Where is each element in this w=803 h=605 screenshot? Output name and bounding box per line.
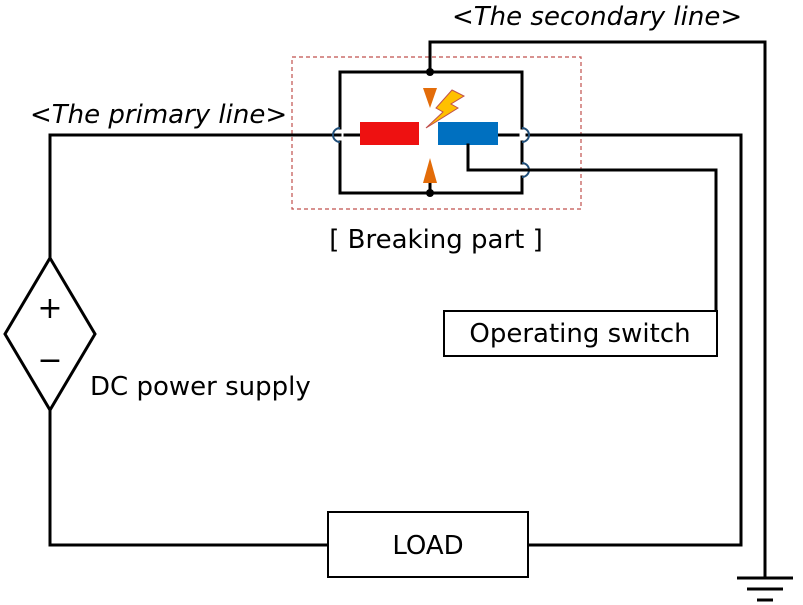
breaking-part-boundary: [291, 56, 582, 210]
primary-line-label: <The primary line>: [30, 100, 287, 130]
junction-dot-bottom: [426, 189, 434, 197]
arrow-up-icon: [423, 158, 437, 183]
load-box: [327, 511, 529, 578]
dc-power-supply-symbol: [3, 255, 97, 413]
primary-line-wire: [48, 133, 342, 260]
primary-line-right-return: [525, 133, 743, 547]
crossover-jump-left: [332, 127, 341, 143]
plus-sign: +: [37, 291, 62, 326]
blue-contact: [438, 122, 498, 145]
dc-power-supply-label: DC power supply: [90, 372, 311, 402]
breaking-part-label: [ Breaking part ]: [329, 225, 543, 255]
lightning-icon: [425, 89, 466, 129]
red-contact: [360, 122, 419, 145]
secondary-line-label: <The secondary line>: [452, 2, 742, 32]
switch-control-wire: [466, 143, 718, 313]
junction-dot-top: [426, 68, 434, 76]
operating-switch-box: [443, 310, 718, 357]
secondary-line-wire: [428, 40, 767, 580]
operating-switch-label: Operating switch: [469, 319, 690, 349]
crossover-jump-right-top: [521, 127, 530, 143]
load-label: LOAD: [392, 531, 463, 561]
arrow-down-icon: [423, 88, 437, 108]
primary-line-bottom-wire: [48, 408, 330, 547]
ground-icon: [737, 576, 793, 602]
minus-sign: −: [37, 343, 62, 378]
